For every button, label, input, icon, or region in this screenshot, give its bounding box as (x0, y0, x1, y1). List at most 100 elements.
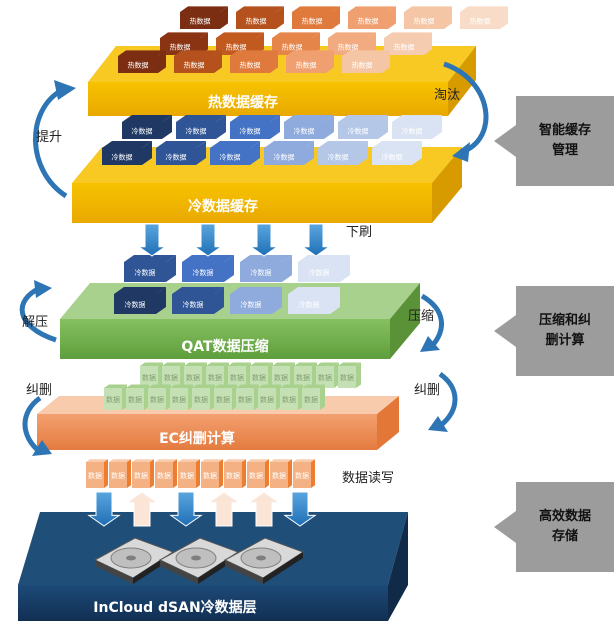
rw-stripe-block-label: 数据 (111, 471, 125, 480)
read-arrow (247, 491, 281, 527)
ec-layer-front (37, 414, 377, 450)
ec-stripe-block: 数据 (236, 384, 259, 410)
qat-data-block: 冷数据 (298, 255, 350, 282)
cold-data-block: 冷数据 (338, 115, 388, 139)
rw-stripe-block: 数据 (224, 459, 246, 488)
flush-arrow (301, 223, 331, 257)
erasure-right-arrow (428, 371, 458, 432)
promote-label: 提升 (36, 130, 63, 145)
hot-cache-layer-side (448, 46, 476, 116)
ec-stripe-block-label: 数据 (260, 395, 274, 404)
hot-data-block-label: 热数据 (394, 43, 415, 52)
flush-label: 下刷 (346, 225, 373, 240)
ec-stripe-block-label: 数据 (106, 395, 120, 404)
qat-data-block-label: 冷数据 (241, 300, 262, 309)
rw-stripe-block-label: 数据 (295, 471, 309, 480)
callout-pointer (494, 511, 516, 543)
ec-stripe-block: 数据 (258, 384, 281, 410)
write-arrow (283, 491, 317, 527)
cold-cache-layer-side (432, 147, 462, 223)
rw-stripe-block-label: 数据 (249, 471, 263, 480)
rw-stripe-block: 数据 (132, 459, 154, 488)
ec-stripe-block-label: 数据 (252, 373, 266, 382)
ec-stripe-block-label: 数据 (172, 395, 186, 404)
cold-data-block: 冷数据 (264, 141, 314, 165)
cold-data-block-label: 冷数据 (132, 127, 153, 136)
qat-layer-side (390, 283, 420, 359)
hot-data-block: 热数据 (348, 6, 396, 30)
hot-data-block-label: 热数据 (338, 43, 359, 52)
hot-data-block-label: 热数据 (190, 17, 211, 26)
hard-disk-icon (223, 537, 305, 584)
rw-stripe-block-label: 数据 (88, 471, 102, 480)
ec-stripe-block-label: 数据 (282, 395, 296, 404)
rw-stripe-block: 数据 (201, 459, 223, 488)
hot-data-block-label: 热数据 (414, 17, 435, 26)
callout-compress-erasure: 压缩和纠 删计算 (494, 286, 614, 376)
ec-stripe-block-label: 数据 (296, 373, 310, 382)
hot-data-block-label: 热数据 (470, 17, 491, 26)
rw-stripe-block-label: 数据 (226, 471, 240, 480)
flush-arrow (249, 223, 279, 257)
callout-pointer (494, 315, 516, 347)
hot-data-block: 热数据 (286, 50, 334, 73)
hot-data-block: 热数据 (384, 32, 432, 55)
cold-data-block: 冷数据 (210, 141, 260, 165)
ec-stripe-block-label: 数据 (128, 395, 142, 404)
dsan-layer-side (388, 512, 408, 621)
ec-stripe-block: 数据 (228, 362, 251, 388)
rw-stripe-block: 数据 (155, 459, 177, 488)
hot-data-block-label: 热数据 (296, 61, 317, 70)
cold-data-block-label: 冷数据 (382, 153, 403, 162)
qat-data-block-label: 冷数据 (193, 268, 214, 277)
write-arrow (169, 491, 203, 527)
hot-data-block: 热数据 (236, 6, 284, 30)
hot-data-block-label: 热数据 (352, 61, 373, 70)
decompress-label: 解压 (22, 315, 49, 330)
ec-stripe-block: 数据 (272, 362, 295, 388)
qat-data-block-label: 冷数据 (183, 300, 204, 309)
ec-stripe-block-label: 数据 (208, 373, 222, 382)
ec-stripe-block: 数据 (250, 362, 273, 388)
cold-data-block: 冷数据 (122, 115, 172, 139)
hot-cache-layer-title: 热数据缓存 (208, 95, 278, 111)
qat-data-block: 冷数据 (114, 287, 166, 314)
hot-data-block-label: 热数据 (184, 61, 205, 70)
hot-data-block: 热数据 (230, 50, 278, 73)
ec-stripe-block: 数据 (280, 384, 303, 410)
ec-layer-side (377, 396, 399, 450)
cold-data-block-label: 冷数据 (402, 127, 423, 136)
hot-data-block-label: 热数据 (128, 61, 149, 70)
callout-smart-cache-text: 智能缓存 管理 (538, 123, 591, 158)
rw-stripe-block-label: 数据 (134, 471, 148, 480)
qat-data-block: 冷数据 (240, 255, 292, 282)
ec-stripe-block-label: 数据 (164, 373, 178, 382)
read-arrow (125, 491, 159, 527)
rw-stripe-block-label: 数据 (203, 471, 217, 480)
ec-stripe-block-label: 数据 (150, 395, 164, 404)
cold-data-block-label: 冷数据 (112, 153, 133, 162)
rw-stripe-block-label: 数据 (180, 471, 194, 480)
flush-arrow (193, 223, 223, 257)
cold-data-block-label: 冷数据 (348, 127, 369, 136)
ec-stripe-block-label: 数据 (340, 373, 354, 382)
evict-arrow (443, 61, 489, 162)
ec-stripe-block: 数据 (170, 384, 193, 410)
cold-data-block-label: 冷数据 (328, 153, 349, 162)
callout-pointer (494, 125, 516, 157)
callout-compress-erasure-text: 压缩和纠 删计算 (538, 313, 591, 348)
ec-stripe-block: 数据 (192, 384, 215, 410)
ec-stripe-block: 数据 (338, 362, 361, 388)
cold-cache-layer-front (72, 183, 432, 223)
hot-data-block-label: 热数据 (302, 17, 323, 26)
hot-data-block: 热数据 (118, 50, 166, 73)
qat-data-block: 冷数据 (172, 287, 224, 314)
ec-stripe-block-label: 数据 (238, 395, 252, 404)
compress-label: 压缩 (408, 309, 435, 324)
hot-cache-layer-front (88, 82, 448, 116)
ec-stripe-block-label: 数据 (230, 373, 244, 382)
cold-data-block: 冷数据 (392, 115, 442, 139)
ec-stripe-block-label: 数据 (274, 373, 288, 382)
